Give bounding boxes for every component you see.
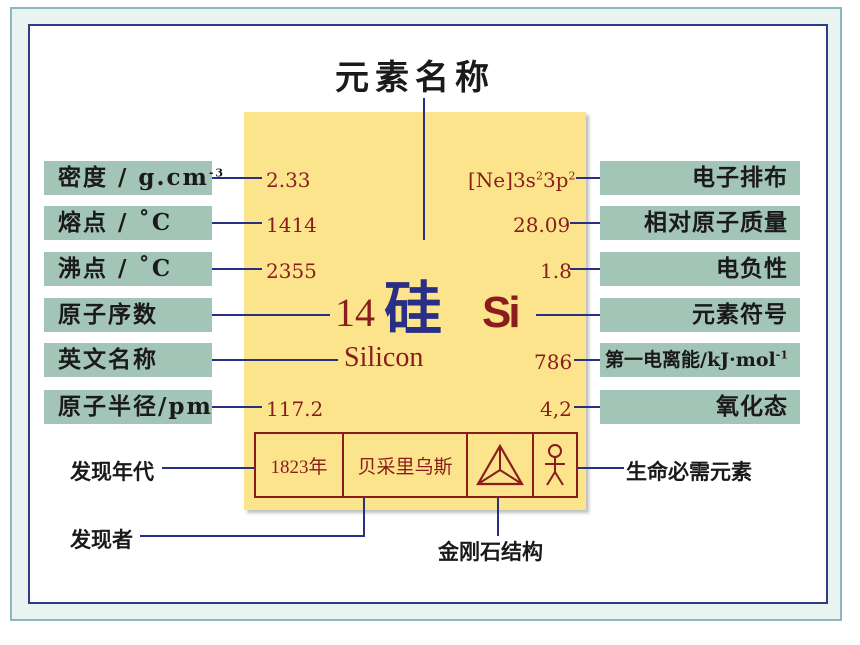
outer-label-structure: 金刚石结构 (438, 539, 543, 564)
element-card (244, 112, 586, 510)
label-atomic-radius: 原子半径/pm (44, 390, 212, 424)
label-ionization-energy: 第一电离能/kJ·mol-1 (600, 343, 800, 377)
value-oxidation-state: 4,2 (540, 397, 572, 421)
value-atomic-radius: 117.2 (266, 397, 324, 421)
value-atomic-mass: 28.09 (513, 213, 571, 237)
english-name: Silicon (344, 342, 424, 373)
label-english-name: 英文名称 (44, 343, 212, 377)
label-atomic-number: 原子序数 (44, 298, 212, 332)
label-melting-point: 熔点 / ˚C (44, 206, 212, 240)
label-density: 密度 / g.cm-3 (44, 161, 223, 195)
label-atomic-mass: 相对原子质量 (600, 206, 800, 240)
value-ionization-energy: 786 (534, 350, 573, 374)
value-melting-point: 1414 (266, 213, 317, 237)
value-boiling-point: 2355 (266, 259, 317, 283)
tetrahedron-icon (468, 434, 534, 496)
outer-label-discovery-year: 发现年代 (70, 459, 154, 484)
value-electron-configuration: [Ne]3s23p2 (468, 168, 576, 192)
diagram-title: 元素名称 (335, 58, 495, 98)
info-row: 1823年 贝采里乌斯 (254, 432, 578, 498)
discoverer-name: 贝采里乌斯 (344, 434, 468, 496)
outer-label-essential-element: 生命必需元素 (626, 459, 752, 484)
discovery-year: 1823年 (256, 434, 344, 496)
label-oxidation-state: 氧化态 (600, 390, 800, 424)
element-character: 硅 (384, 275, 443, 343)
outer-label-discoverer: 发现者 (70, 527, 133, 552)
label-boiling-point: 沸点 / ˚C (44, 252, 212, 286)
atomic-number: 14 (335, 290, 375, 335)
label-electron-configuration: 电子排布 (600, 161, 800, 195)
value-density: 2.33 (266, 168, 311, 192)
element-symbol: Si (482, 288, 521, 337)
label-electronegativity: 电负性 (600, 252, 800, 286)
label-element-symbol: 元素符号 (600, 298, 800, 332)
value-electronegativity: 1.8 (540, 259, 572, 283)
person-icon (534, 434, 576, 496)
